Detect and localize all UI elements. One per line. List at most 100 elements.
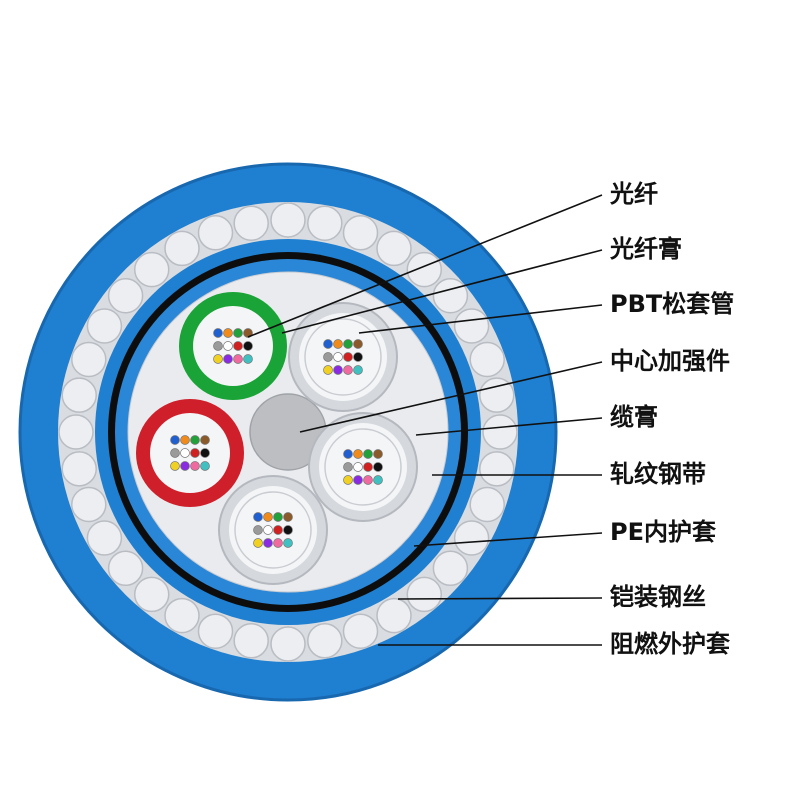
armor-wire	[71, 341, 107, 378]
armor-wire	[342, 613, 379, 649]
label-outer-sheath: 阻燃外护套	[610, 630, 731, 658]
tube-inner-ring	[324, 428, 402, 506]
optical-fiber	[253, 525, 263, 535]
armor-wires	[58, 202, 518, 662]
fiber-gel	[319, 423, 407, 511]
tube-top-left	[179, 292, 287, 400]
label-armor-wire: 铠装钢丝	[610, 583, 706, 611]
armor-wire	[307, 205, 343, 241]
armor-wire	[406, 576, 443, 613]
leader-line	[299, 361, 603, 433]
optical-fiber	[353, 462, 363, 472]
tube-left	[136, 399, 244, 507]
optical-fiber	[323, 365, 333, 375]
leader-line	[397, 597, 603, 600]
optical-fiber	[343, 365, 353, 375]
optical-fiber	[363, 475, 373, 485]
optical-fiber	[353, 449, 363, 459]
tube-bottom	[218, 475, 328, 585]
optical-fiber	[273, 538, 283, 548]
armor-wire	[86, 520, 123, 556]
armor-wire	[432, 550, 469, 587]
optical-fiber	[353, 475, 363, 485]
optical-fiber	[283, 538, 293, 548]
optical-fiber	[343, 352, 353, 362]
armor-wire	[270, 626, 306, 662]
optical-fiber	[273, 512, 283, 522]
fiber-gel	[193, 306, 273, 386]
optical-fiber	[363, 449, 373, 459]
armor-wire	[233, 623, 269, 659]
armor-wire	[164, 230, 200, 267]
armor-wire	[479, 451, 515, 487]
optical-fiber	[170, 435, 180, 445]
optical-fiber	[353, 365, 363, 375]
label-strength-member: 中心加强件	[610, 347, 730, 375]
tube-inner-ring	[234, 491, 312, 569]
armor-wire	[376, 597, 412, 634]
optical-fiber	[363, 462, 373, 472]
optical-fiber	[373, 449, 383, 459]
optical-fiber	[190, 435, 200, 445]
optical-fiber	[213, 341, 223, 351]
optical-fiber	[333, 365, 343, 375]
tube-right	[308, 412, 418, 522]
label-pbt-tube: PBT松套管	[610, 290, 734, 318]
armor-wire	[133, 576, 170, 613]
optical-fiber	[200, 448, 210, 458]
optical-fiber	[333, 352, 343, 362]
optical-fiber	[283, 525, 293, 535]
tube-inner-ring	[304, 318, 382, 396]
optical-fiber	[200, 461, 210, 471]
armor-wire	[479, 377, 515, 413]
armor-wire	[342, 215, 379, 251]
loose-tubes	[136, 292, 418, 585]
optical-fiber	[343, 449, 353, 459]
armor-wire	[133, 251, 170, 288]
armor-wire	[107, 550, 144, 587]
optical-fiber	[180, 461, 190, 471]
optical-fiber	[273, 525, 283, 535]
fiber-gel	[150, 413, 230, 493]
armor-wire	[61, 377, 97, 413]
armor-wire	[469, 486, 505, 523]
optical-fiber	[373, 475, 383, 485]
optical-fiber	[170, 448, 180, 458]
label-fiber: 光纤	[609, 180, 658, 208]
armor-wire	[482, 414, 518, 450]
armor-wire	[58, 414, 94, 450]
armor-wire	[197, 215, 234, 251]
label-steel-tape: 轧纹钢带	[610, 460, 706, 488]
armor-wire	[197, 613, 234, 649]
optical-fiber	[353, 339, 363, 349]
armor-wire	[453, 520, 490, 556]
optical-fiber	[323, 339, 333, 349]
optical-fiber	[180, 435, 190, 445]
labels: 光纤 光纤膏 PBT松套管 中心加强件 缆膏 轧纹钢带 PE内护套 铠装钢丝 阻…	[609, 180, 734, 658]
optical-fiber	[213, 354, 223, 364]
optical-fiber	[373, 462, 383, 472]
fiber-gel	[299, 313, 387, 401]
optical-fiber	[223, 354, 233, 364]
tube-top-right	[288, 302, 398, 412]
optical-fiber	[283, 512, 293, 522]
optical-fiber	[333, 339, 343, 349]
optical-fiber	[190, 461, 200, 471]
optical-fiber	[233, 328, 243, 338]
armor-wire	[453, 308, 490, 344]
optical-fiber	[263, 525, 273, 535]
leader-line	[281, 249, 603, 334]
optical-fiber	[243, 341, 253, 351]
label-fiber-gel: 光纤膏	[609, 235, 682, 263]
optical-fiber	[233, 341, 243, 351]
armor-wire	[270, 202, 306, 238]
optical-fiber	[233, 354, 243, 364]
armor-wire	[469, 341, 505, 378]
optical-fiber	[243, 354, 253, 364]
armor-wire	[233, 205, 269, 241]
optical-fiber	[200, 435, 210, 445]
armor-wire	[406, 251, 443, 288]
optical-fiber	[353, 352, 363, 362]
leader-line	[358, 304, 603, 334]
armor-wire	[71, 486, 107, 523]
